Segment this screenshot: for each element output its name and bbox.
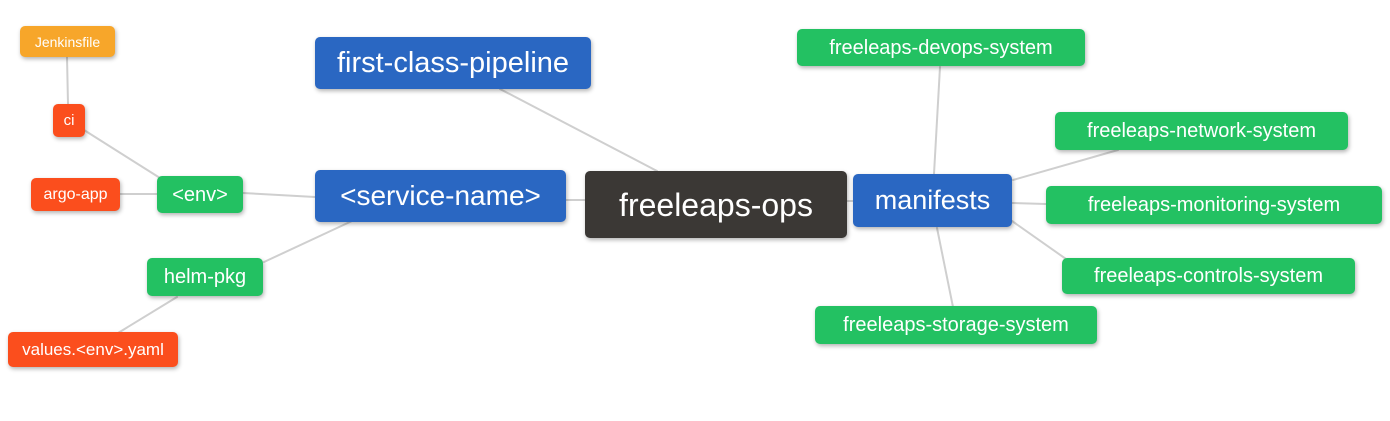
edge-helm-pkg-values — [117, 296, 178, 334]
node-freeleaps-controls-system[interactable]: freeleaps-controls-system — [1062, 258, 1355, 294]
node-env-label: <env> — [172, 183, 228, 206]
node-freeleaps-storage-system-label: freeleaps-storage-system — [843, 314, 1069, 336]
edge-env-ci — [83, 129, 161, 179]
node-ci-label: ci — [63, 112, 75, 129]
node-freeleaps-monitoring-system-label: freeleaps-monitoring-system — [1087, 194, 1341, 216]
edge-manifests-devops — [933, 66, 941, 175]
node-freeleaps-devops-system[interactable]: freeleaps-devops-system — [797, 29, 1085, 66]
node-jenkinsfile[interactable]: Jenkinsfile — [20, 26, 115, 57]
node-values-env-yaml-label: values.<env>.yaml — [22, 340, 164, 359]
edge-manifests-controls — [1011, 220, 1067, 260]
edge-ci-jenkinsfile — [66, 56, 69, 105]
node-freeleaps-controls-system-label: freeleaps-controls-system — [1094, 265, 1323, 287]
node-freeleaps-network-system[interactable]: freeleaps-network-system — [1055, 112, 1348, 150]
node-jenkinsfile-label: Jenkinsfile — [34, 33, 101, 50]
node-values-env-yaml[interactable]: values.<env>.yaml — [8, 332, 178, 367]
node-freeleaps-ops-label: freeleaps-ops — [619, 186, 813, 223]
edge-manifests-storage — [936, 227, 954, 308]
node-manifests[interactable]: manifests — [853, 174, 1012, 227]
node-freeleaps-monitoring-system[interactable]: freeleaps-monitoring-system — [1046, 186, 1382, 224]
node-manifests-label: manifests — [874, 185, 991, 215]
node-argo-app-label: argo-app — [43, 185, 108, 203]
node-first-class-pipeline[interactable]: first-class-pipeline — [315, 37, 591, 89]
node-service-name-label: <service-name> — [340, 180, 541, 211]
node-first-class-pipeline-label: first-class-pipeline — [336, 46, 570, 79]
node-freeleaps-ops[interactable]: freeleaps-ops — [585, 171, 847, 238]
edge-manifests-network — [1012, 149, 1119, 181]
node-freeleaps-devops-system-label: freeleaps-devops-system — [829, 36, 1053, 59]
node-ci[interactable]: ci — [53, 104, 85, 137]
node-freeleaps-network-system-label: freeleaps-network-system — [1087, 120, 1316, 142]
edge-service-name-helm-pkg — [263, 220, 353, 263]
edge-manifests-monitoring — [1011, 202, 1047, 205]
node-helm-pkg-label: helm-pkg — [163, 266, 247, 288]
node-helm-pkg[interactable]: helm-pkg — [147, 258, 263, 296]
node-env[interactable]: <env> — [157, 176, 243, 213]
node-freeleaps-storage-system[interactable]: freeleaps-storage-system — [815, 306, 1097, 344]
edge-root-first-class-pipeline — [499, 88, 658, 172]
edge-service-name-env — [242, 192, 316, 198]
node-argo-app[interactable]: argo-app — [31, 178, 120, 211]
node-service-name[interactable]: <service-name> — [315, 170, 566, 222]
